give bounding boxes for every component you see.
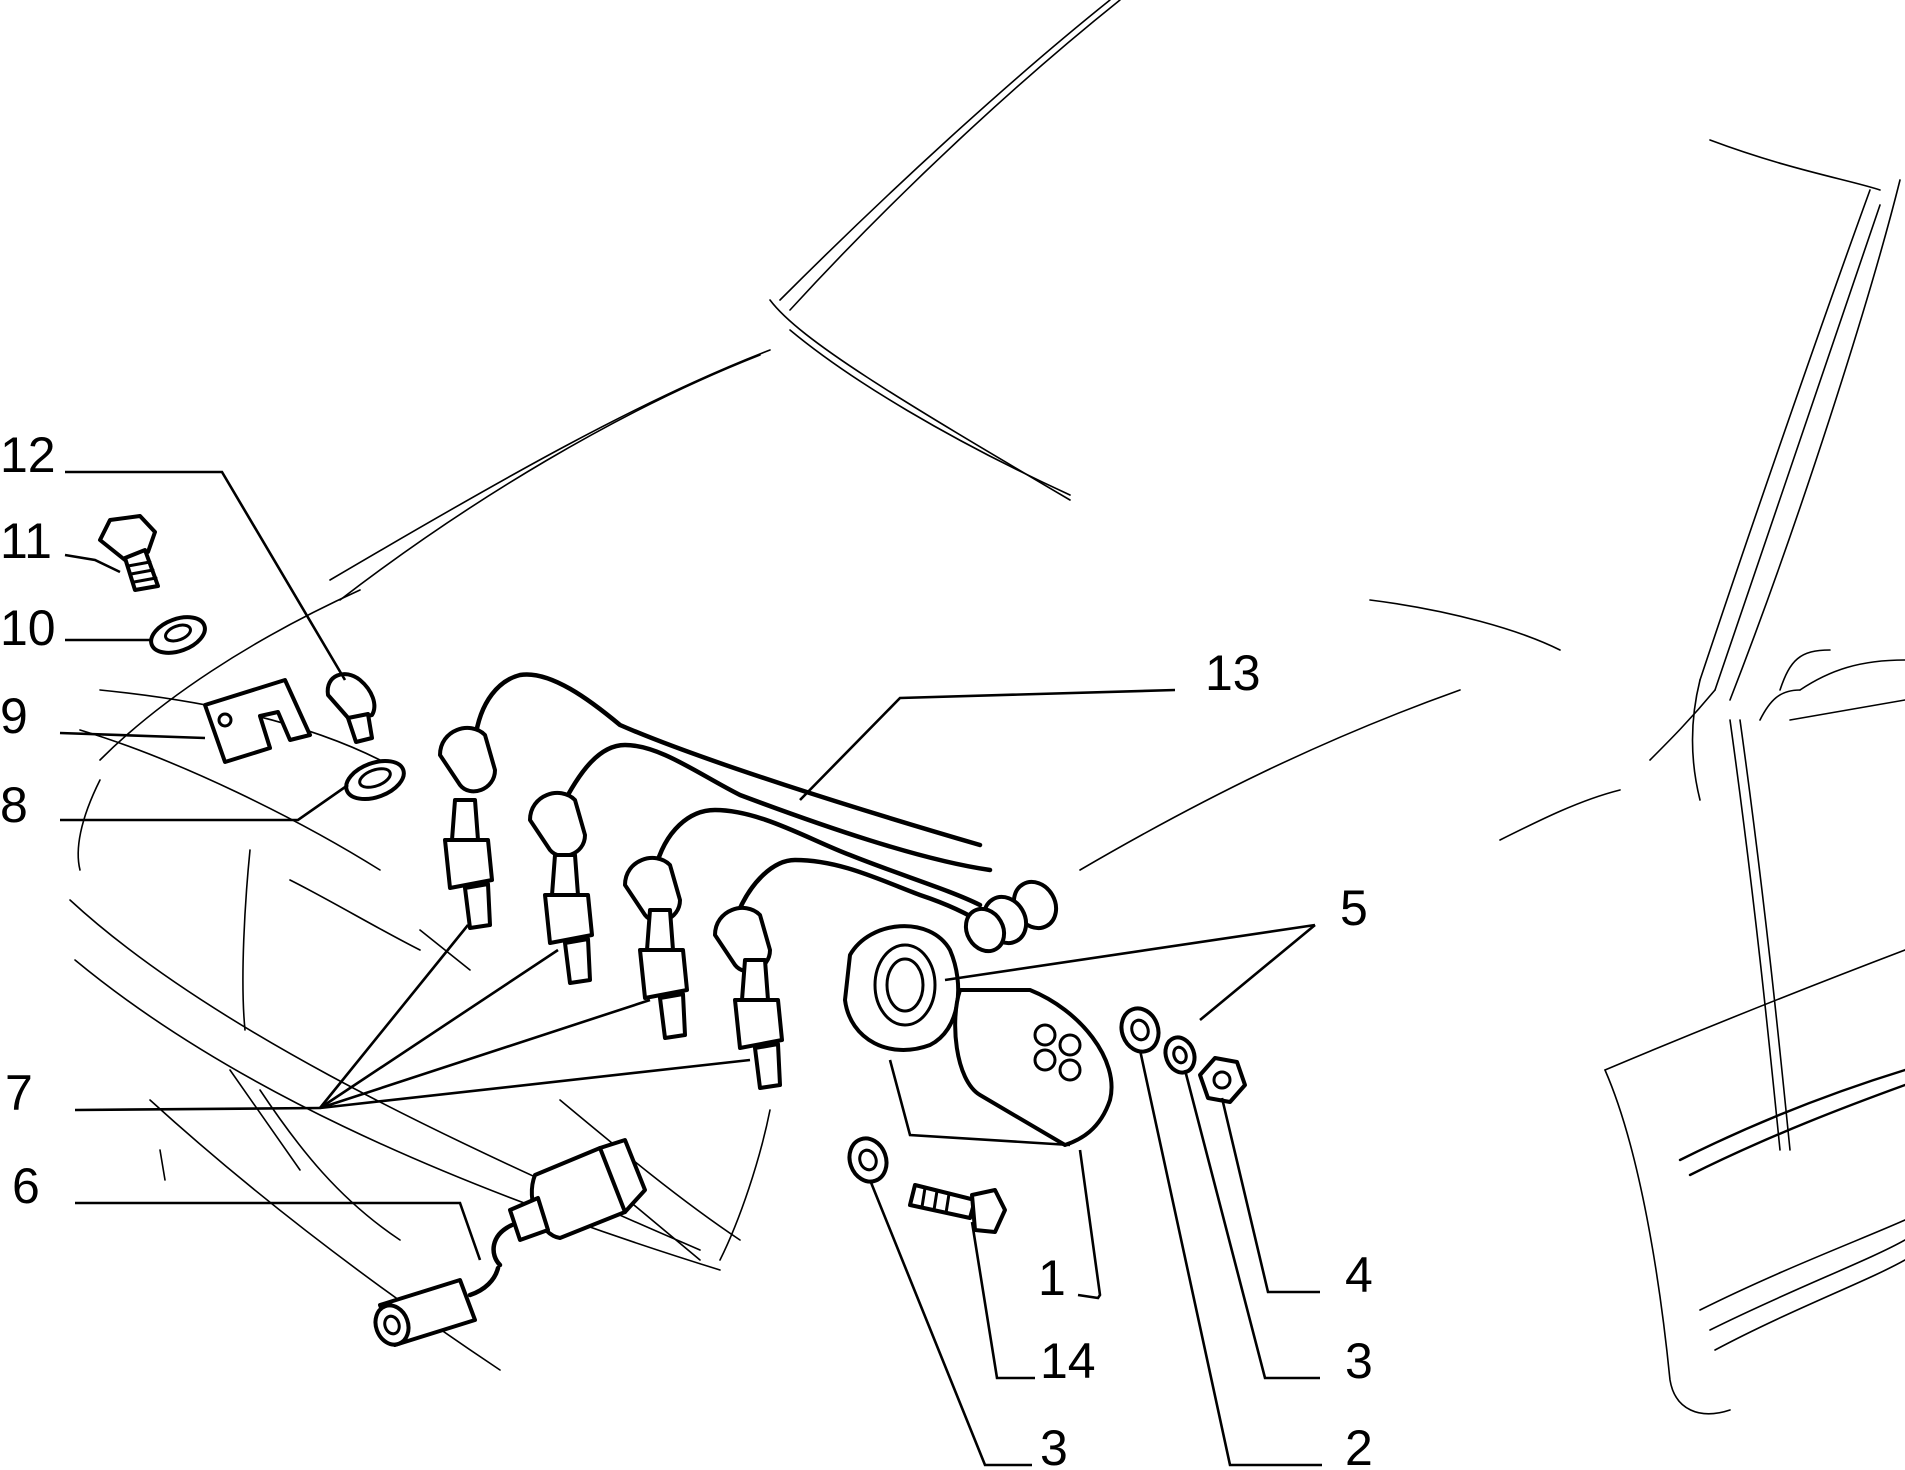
spark-plug-1 xyxy=(443,798,494,930)
bolt-part-lower xyxy=(908,1183,1007,1234)
callout-6: 6 xyxy=(12,1158,40,1214)
callout-3-left: 3 xyxy=(1040,1420,1068,1470)
flat-washer-part xyxy=(1119,1006,1161,1054)
callout-labels: 12 11 10 9 8 7 6 13 5 1 4 3 14 3 2 xyxy=(0,427,1373,1470)
callout-9: 9 xyxy=(0,688,28,744)
grommet-part xyxy=(344,759,406,801)
washer-part-lower xyxy=(847,1136,889,1184)
stud-part xyxy=(325,672,377,744)
spark-plug-4 xyxy=(733,958,784,1090)
leader-lines xyxy=(59,470,1322,1467)
callout-3-right: 3 xyxy=(1345,1333,1373,1389)
callout-10: 10 xyxy=(0,600,56,656)
callout-4: 4 xyxy=(1345,1247,1373,1303)
spark-plug-2 xyxy=(543,853,594,985)
callout-11: 11 xyxy=(0,513,52,569)
callout-12: 12 xyxy=(0,427,56,483)
callout-8: 8 xyxy=(0,777,28,833)
callout-5: 5 xyxy=(1340,880,1368,936)
washer-part xyxy=(149,615,207,655)
sensor-part xyxy=(373,1138,647,1347)
nut-part xyxy=(1198,1056,1247,1104)
callout-1: 1 xyxy=(1038,1250,1066,1306)
parts xyxy=(98,514,1247,1347)
ignition-wire-harness xyxy=(438,672,1059,974)
callout-14: 14 xyxy=(1040,1333,1096,1389)
bolt-part xyxy=(98,514,160,592)
spark-plugs xyxy=(443,798,784,1090)
distributor-body xyxy=(953,988,1114,1147)
callout-13: 13 xyxy=(1205,645,1261,701)
distributor-ring xyxy=(843,924,961,1052)
spark-plug-3 xyxy=(638,908,689,1040)
car-body-outline xyxy=(69,0,1905,1415)
callout-2: 2 xyxy=(1345,1420,1373,1470)
callout-7: 7 xyxy=(5,1065,33,1121)
bracket-part xyxy=(203,678,312,764)
lock-washer-part xyxy=(1163,1035,1197,1075)
